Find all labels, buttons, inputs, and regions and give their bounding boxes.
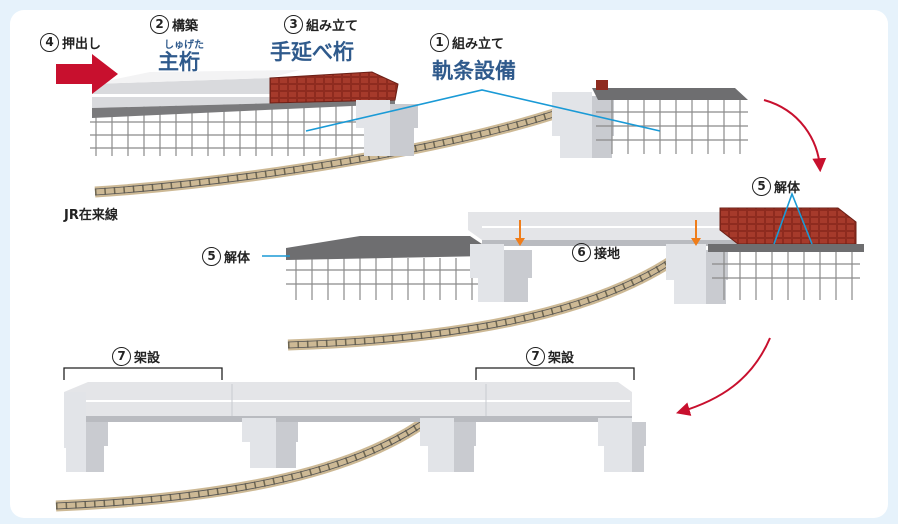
step-text: 構築 — [172, 19, 199, 34]
down-arrow-2 — [691, 220, 701, 246]
pier-3c — [420, 418, 476, 472]
step-text: 接地 — [594, 247, 621, 262]
step-number: 1 — [430, 33, 449, 52]
deck-right-2 — [708, 244, 864, 252]
erection-bracket-left — [63, 367, 223, 380]
scaffold-right-2 — [712, 252, 860, 300]
pier-3b — [242, 418, 298, 468]
deck-right-1 — [592, 80, 748, 100]
step-number: 7 — [526, 347, 545, 366]
step-text: 組み立て — [452, 37, 505, 52]
step-number: 7 — [112, 347, 131, 366]
step-text: 解体 — [224, 251, 251, 266]
label-main-girder-ruby: しゅげた — [164, 40, 204, 51]
track-jr-line-2 — [287, 243, 694, 351]
label-main-girder: 主桁 — [158, 50, 200, 74]
launching-nose-1 — [269, 71, 399, 104]
pier-1b — [552, 92, 614, 158]
main-girder-2 — [468, 212, 738, 246]
pier-3a — [64, 392, 108, 472]
step-number: 3 — [284, 15, 303, 34]
scaffold-right-1 — [596, 100, 748, 154]
deck-left-2 — [286, 236, 488, 260]
step-number: 5 — [752, 177, 771, 196]
step-text: 組み立て — [306, 19, 359, 34]
step-number: 5 — [202, 247, 221, 266]
step-text: 押出し — [62, 37, 102, 52]
pier-3d — [598, 418, 646, 472]
dismantle-leader-right — [773, 191, 813, 245]
label-launching-nose: 手延べ桁 — [270, 40, 354, 64]
transition-arrow-1 — [763, 99, 827, 173]
step-text: 架設 — [134, 351, 161, 366]
launching-nose-2 — [719, 207, 857, 245]
label-rail-equipment: 軌条設備 — [432, 59, 516, 83]
step-text: 解体 — [774, 181, 801, 196]
push-arrow — [56, 54, 118, 94]
track-jr-line-1 — [94, 106, 562, 198]
step-text: 架設 — [548, 351, 575, 366]
scaffold-left-2 — [286, 258, 480, 300]
pier-2b — [666, 244, 728, 304]
pier-2a — [470, 244, 532, 302]
track-jr-line-3 — [55, 413, 434, 512]
transition-arrow-2 — [675, 337, 771, 416]
step-number: 4 — [40, 33, 59, 52]
erection-bracket-right — [475, 367, 635, 380]
rail-equipment-leader — [305, 89, 661, 132]
step-number: 2 — [150, 15, 169, 34]
label-jr-line: JR在来線 — [64, 208, 118, 223]
down-arrow-1 — [515, 220, 525, 246]
step-number: 6 — [572, 243, 591, 262]
pier-1a — [356, 100, 418, 156]
completed-girder — [64, 382, 632, 422]
